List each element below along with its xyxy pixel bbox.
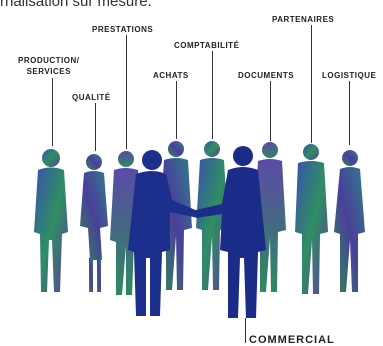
- connector-qualite: [95, 103, 97, 151]
- intro-text: rnalisation sur mesure.: [0, 0, 152, 10]
- person-logistique: [334, 150, 365, 292]
- label-logistique: logistique: [322, 71, 377, 80]
- label-prestations: Prestations: [92, 25, 154, 34]
- connector-achats: [176, 81, 178, 139]
- label-partenaires: Partenaires: [272, 15, 335, 24]
- label-qualite: Qualité: [72, 93, 111, 102]
- person-production: [34, 149, 68, 292]
- handshake-right-person: [196, 146, 266, 318]
- person-partenaires: [295, 144, 328, 294]
- connector-documents: [270, 81, 272, 141]
- person-documents: [254, 142, 286, 292]
- label-production: Production/ Services: [18, 55, 80, 77]
- connector-commercial: [245, 318, 247, 343]
- label-commercial: Commercial: [249, 334, 335, 346]
- label-achats: Achats: [153, 71, 189, 80]
- label-production-line2: Services: [26, 67, 71, 76]
- person-comptabilite: [196, 141, 228, 290]
- label-production-line1: Production/: [18, 56, 80, 65]
- connector-partenaires: [311, 25, 313, 143]
- connector-prestations: [126, 35, 128, 149]
- label-documents: Documents: [238, 71, 295, 80]
- label-comptabilite: Comptabilité: [174, 41, 240, 50]
- connector-production: [52, 78, 54, 146]
- handshake-left-person: [128, 150, 200, 316]
- connector-logistique: [349, 81, 351, 145]
- person-qualite: [80, 154, 108, 292]
- connector-comptabilite: [212, 51, 214, 139]
